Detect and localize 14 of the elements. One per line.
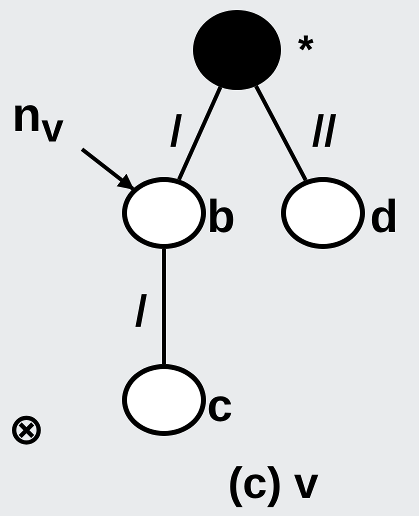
node-label: d: [370, 193, 398, 239]
caption: (c) v: [228, 462, 318, 506]
edge-label: /: [170, 110, 182, 154]
node-label: n$_{v}$: [12, 92, 64, 149]
node-label: b: [207, 193, 236, 239]
connector-line: [162, 249, 166, 364]
edge-label: /: [135, 290, 148, 334]
edge-label: //: [312, 110, 336, 154]
node-label: *: [298, 30, 314, 70]
connector-line: [254, 85, 308, 182]
arrow: [80, 148, 134, 190]
symbol-label: ⊗: [8, 408, 45, 452]
node-label: c: [207, 382, 233, 428]
connector-line: [177, 86, 222, 180]
